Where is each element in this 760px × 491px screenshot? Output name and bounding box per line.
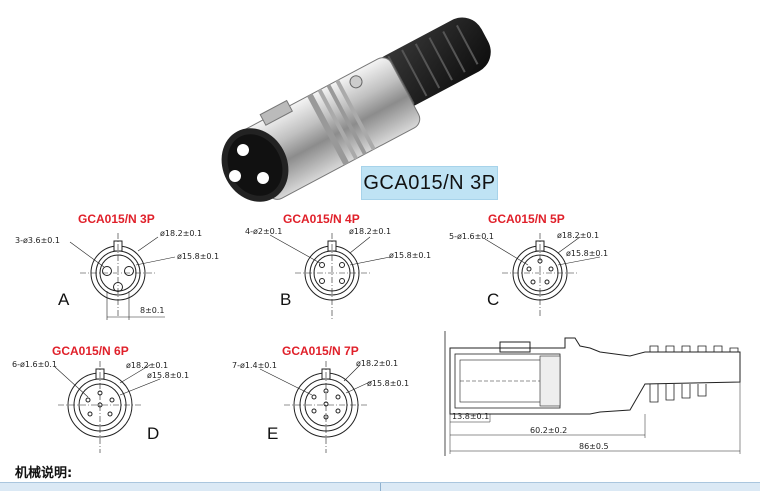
variant-letter-c: C [487, 290, 500, 309]
variant-letter-a: A [58, 290, 70, 309]
outer-dim-6p: ø18.2±0.1 [126, 361, 169, 370]
variant-title-7p: GCA015/N 7P [282, 344, 359, 358]
outer-dim-5p: ø18.2±0.1 [557, 231, 600, 240]
variant-letter-b: B [280, 290, 292, 309]
inner-dim-5p: ø15.8±0.1 [566, 249, 609, 258]
outer-dim-4p: ø18.2±0.1 [349, 227, 392, 236]
front-view-6p [54, 361, 161, 453]
spacing-dim-3p: 8±0.1 [140, 306, 165, 315]
pin-dim-5p: 5-ø1.6±0.1 [449, 232, 495, 241]
outer-dim-3p: ø18.2±0.1 [160, 229, 203, 238]
variant-letter-e: E [267, 424, 279, 443]
pin-dim-4p: 4-ø2±0.1 [245, 227, 283, 236]
inner-dim-3p: ø15.8±0.1 [177, 252, 220, 261]
front-view-5p [484, 233, 601, 317]
pin-dim-3p: 3-ø3.6±0.1 [15, 236, 61, 245]
pin-dim-6p: 6-ø1.6±0.1 [12, 360, 58, 369]
section-title: 机械说明: [15, 466, 73, 481]
variant-letter-d: D [147, 424, 160, 443]
outer-dim-7p: ø18.2±0.1 [356, 359, 399, 368]
side-view-drawing [444, 331, 741, 456]
variant-title-5p: GCA015/N 5P [488, 212, 565, 226]
inner-dim-4p: ø15.8±0.1 [389, 251, 432, 260]
front-view-7p [259, 361, 373, 453]
variant-title-4p: GCA015/N 4P [283, 212, 360, 226]
inner-dim-7p: ø15.8±0.1 [367, 379, 410, 388]
dim-front-depth: 13.8±0.1 [452, 412, 490, 421]
front-view-4p [269, 233, 391, 320]
table-header-strip [0, 482, 760, 491]
product-label: GCA015/N 3P [361, 166, 498, 200]
pin-dim-7p: 7-ø1.4±0.1 [232, 361, 278, 370]
variant-title-6p: GCA015/N 6P [52, 344, 129, 358]
variant-title-3p: GCA015/N 3P [78, 212, 155, 226]
connector-photo [221, 17, 491, 202]
dim-body-length: 60.2±0.2 [530, 426, 568, 435]
front-view-3p [69, 233, 176, 320]
inner-dim-6p: ø15.8±0.1 [147, 371, 190, 380]
dim-total-length: 86±0.5 [579, 442, 609, 451]
